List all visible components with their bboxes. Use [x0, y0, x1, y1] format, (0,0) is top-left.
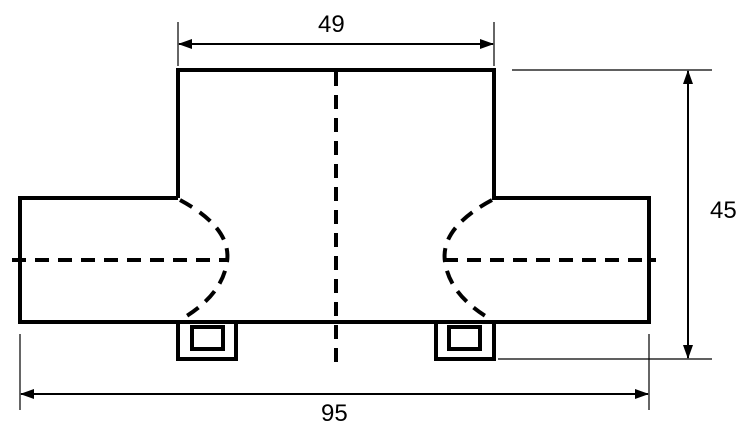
left-dashed-arc — [179, 198, 230, 322]
dimension-label-top-width: 49 — [318, 11, 345, 38]
right-clip — [434, 322, 496, 361]
dimension-label-height: 45 — [710, 197, 737, 224]
left-clip — [176, 322, 238, 361]
right-dashed-arc — [442, 198, 493, 322]
left-clip-slot — [190, 325, 225, 351]
right-clip-slot — [447, 325, 482, 351]
dimension-label-total-width: 95 — [321, 400, 348, 427]
